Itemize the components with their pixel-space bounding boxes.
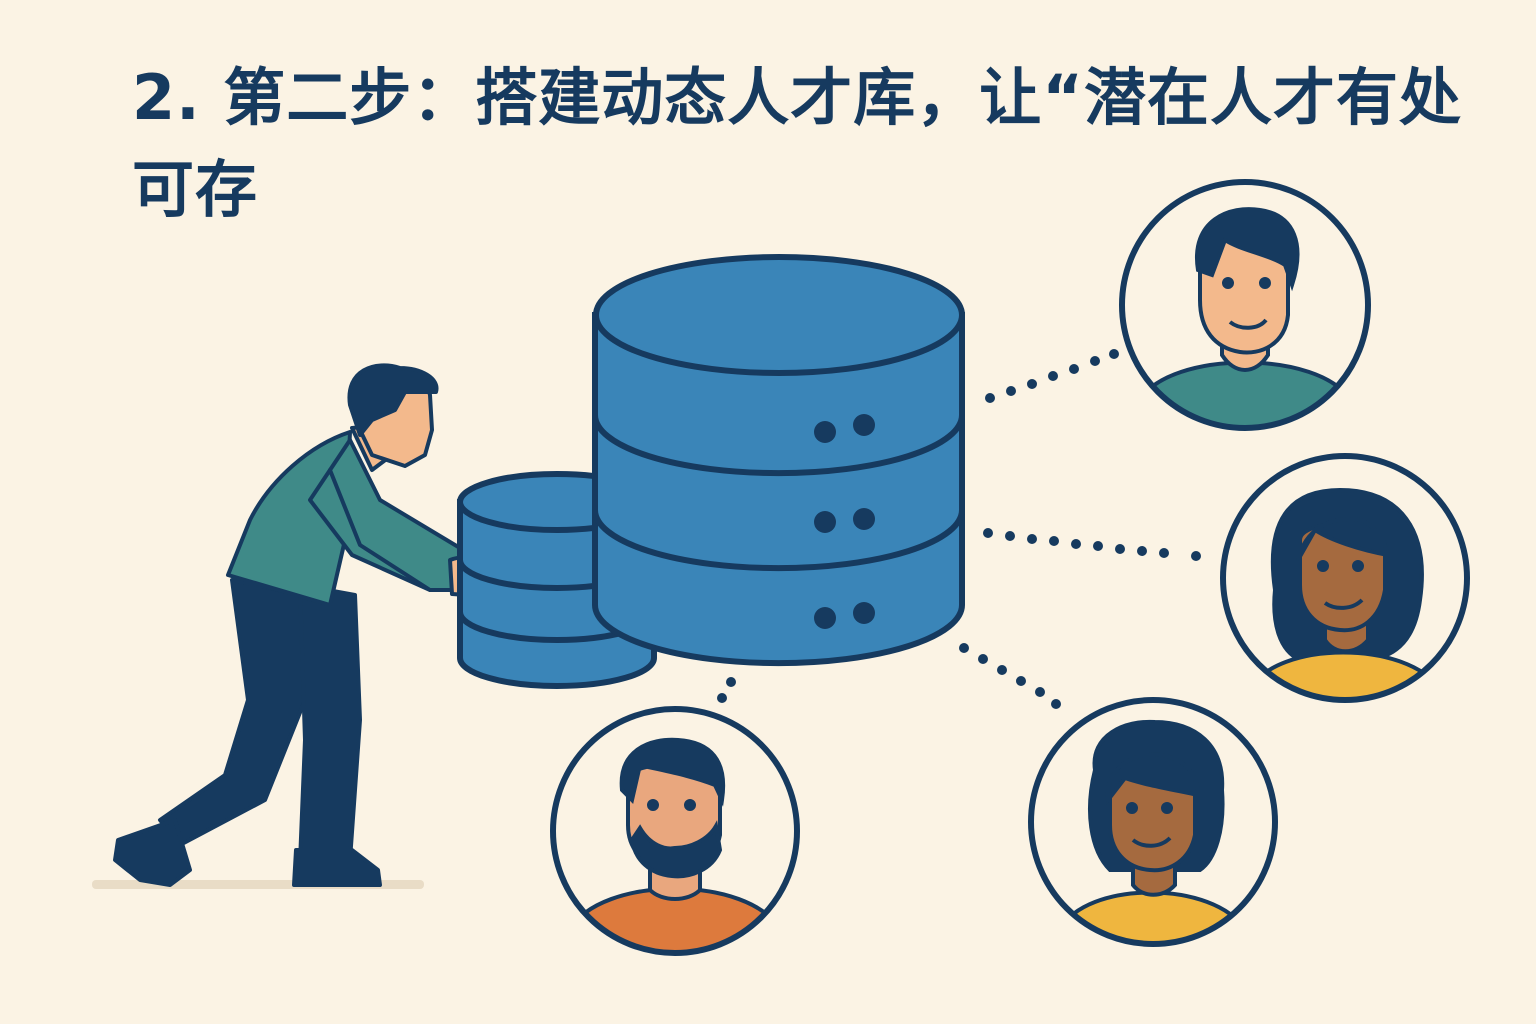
worker-torso — [226, 430, 352, 607]
worker-front-arm — [328, 438, 462, 592]
candidate-bottom-left-avatar — [550, 706, 800, 956]
large-database-server-icon — [592, 254, 965, 667]
connector-top-right — [985, 349, 1119, 403]
worker-front-leg — [298, 583, 362, 864]
worker-front-shoe — [292, 848, 382, 887]
server-indicator-lights — [814, 414, 875, 629]
connector-bottom-right — [959, 643, 1061, 709]
candidate-bottom-right-avatar — [1028, 697, 1278, 947]
connector-middle-right — [983, 528, 1201, 561]
worker-hair — [347, 363, 439, 437]
dotted-connectors — [717, 349, 1201, 709]
worker-figure — [113, 363, 512, 887]
page-title: 2. 第二步：搭建动态人才库，让“潜在人才有处可存 — [132, 61, 1463, 226]
connector-bottom-left — [717, 677, 736, 703]
candidate-middle-right-avatar — [1220, 453, 1470, 703]
worker-back-shoe — [113, 818, 192, 887]
candidate-top-right-avatar — [1119, 179, 1371, 431]
